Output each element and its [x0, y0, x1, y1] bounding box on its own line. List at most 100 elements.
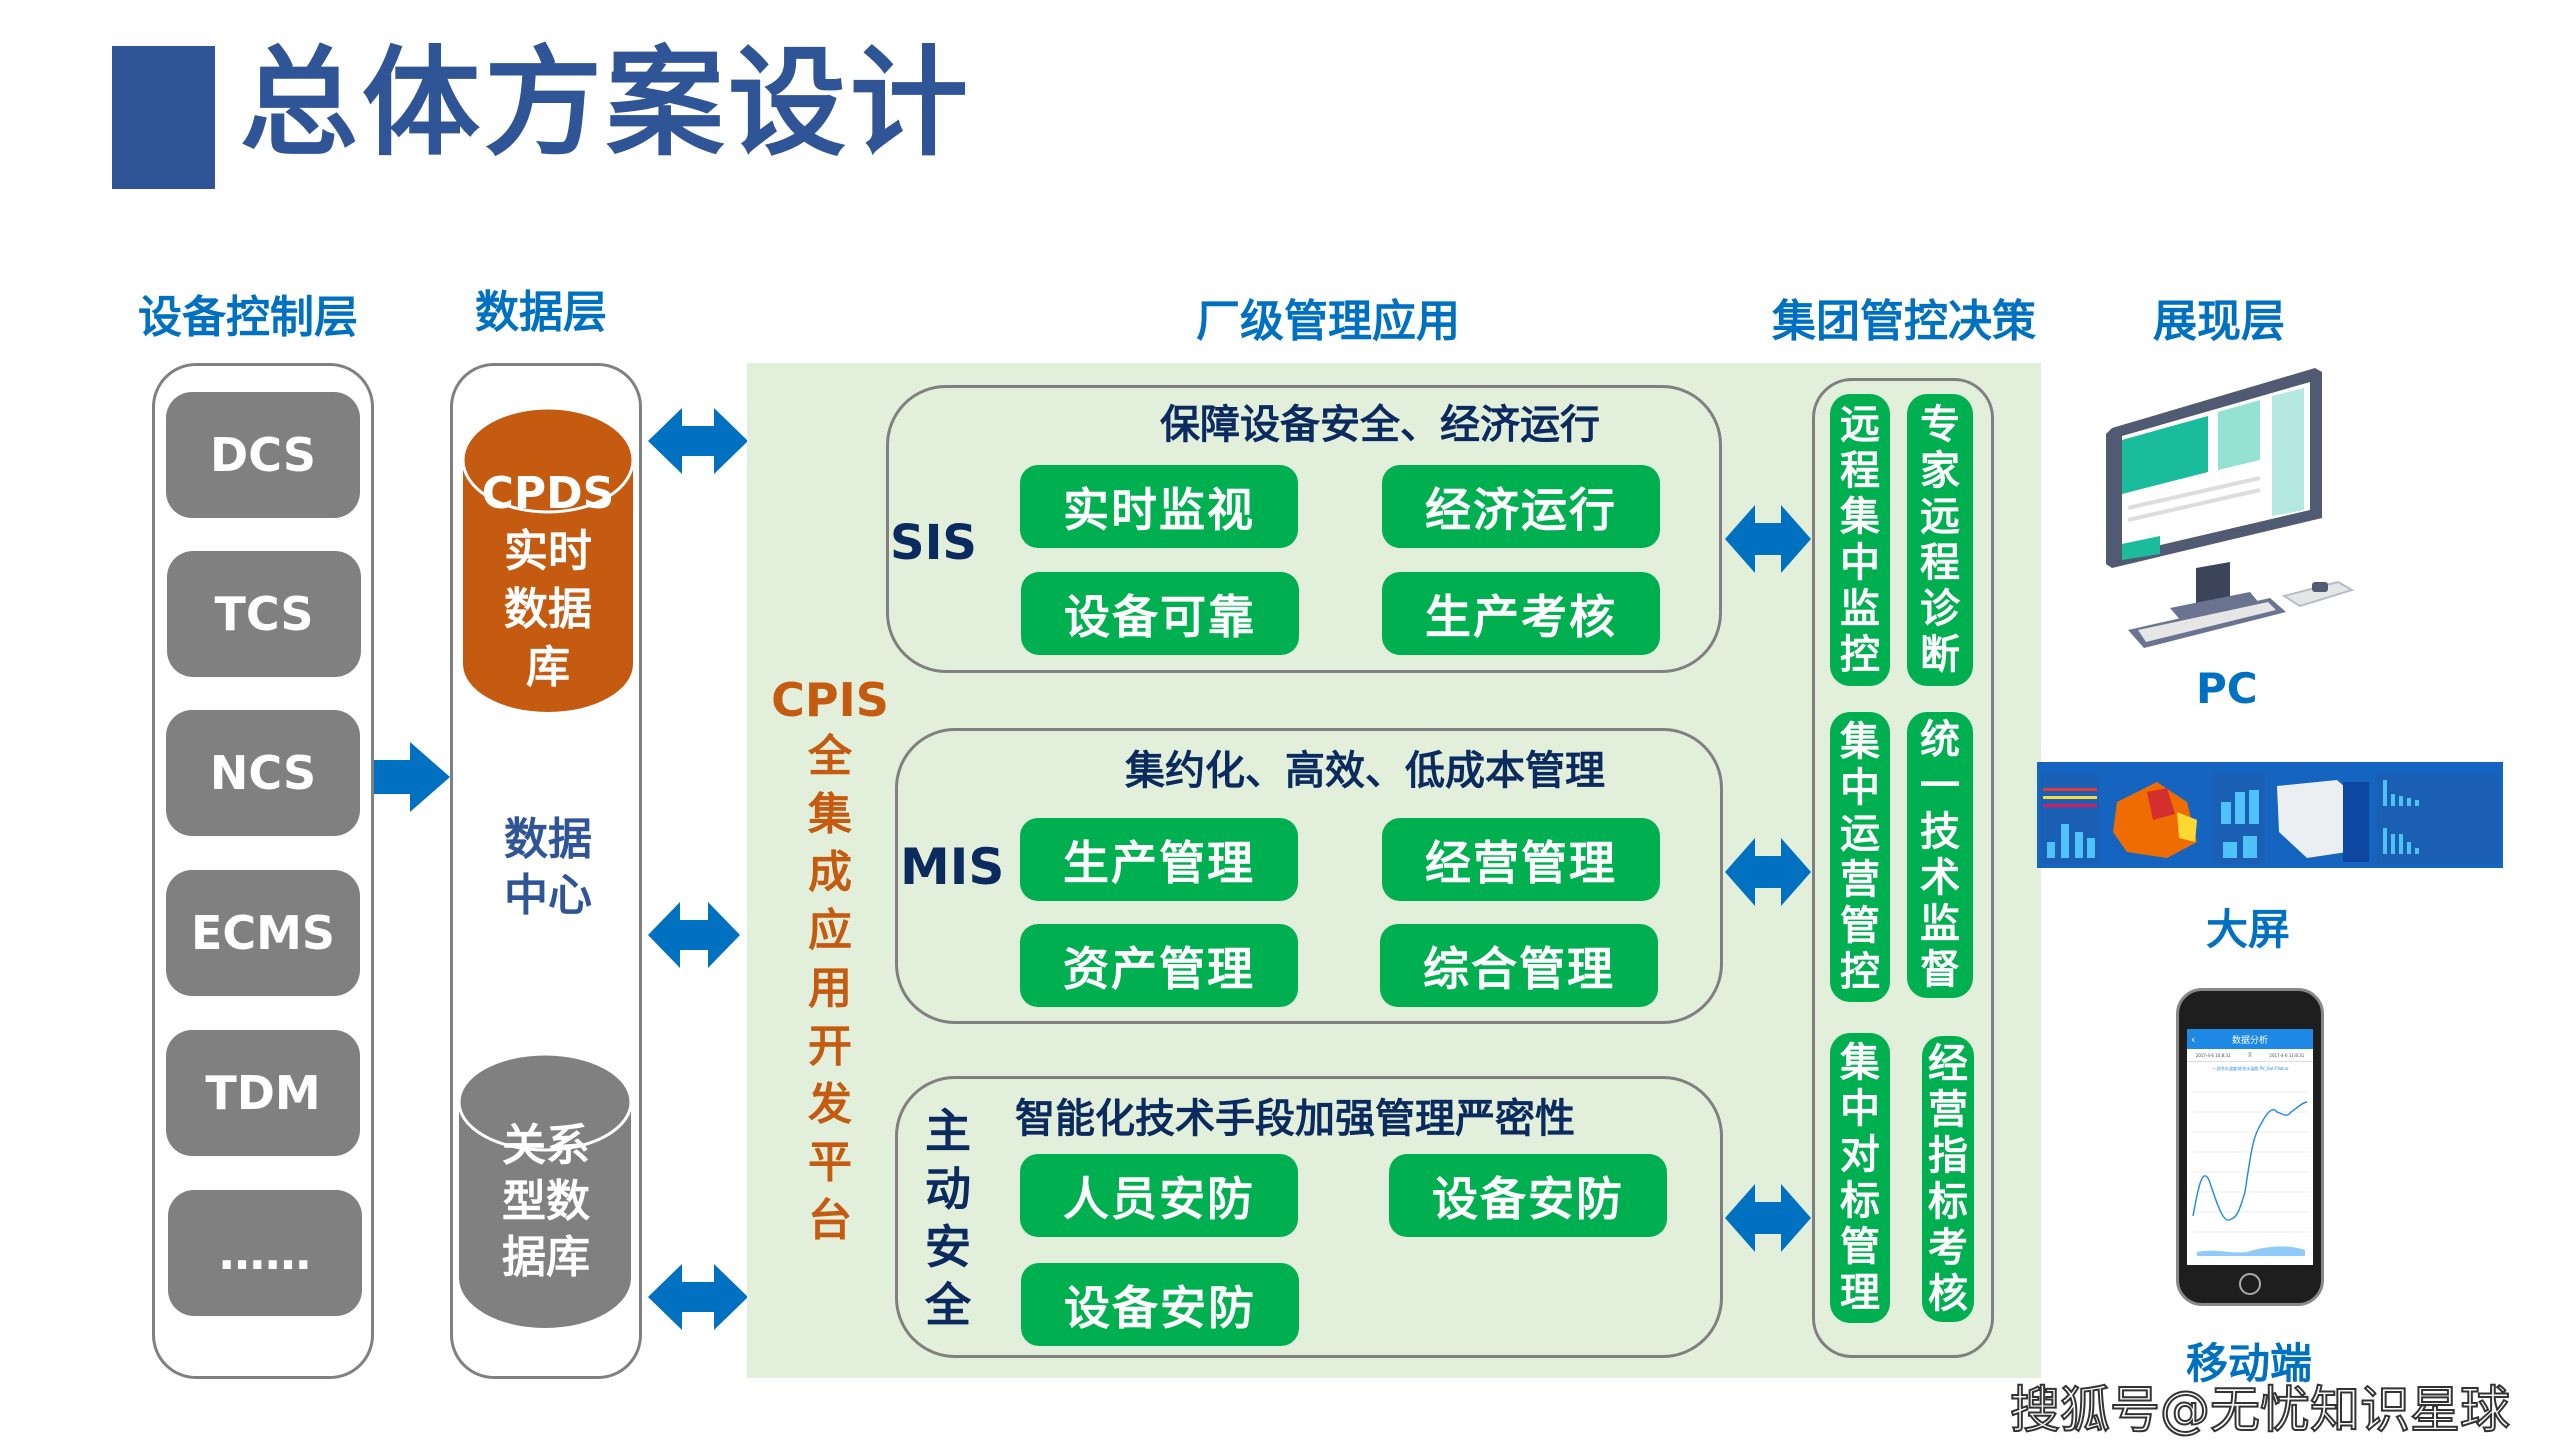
- group-item-char: 对: [1840, 1132, 1880, 1178]
- sis-btn-economic-operation[interactable]: 经济运行: [1382, 465, 1660, 548]
- realtime-database-icon[interactable]: [460, 402, 636, 714]
- cpis-name: CPIS: [771, 673, 889, 727]
- mobile-date-from: 2017-4-6 10:8:31: [2195, 1052, 2231, 1058]
- safety-btn-personnel-security[interactable]: 人员安防: [1020, 1154, 1298, 1237]
- home-button[interactable]: [2239, 1273, 2261, 1295]
- realtime-db-line: 数据: [504, 584, 592, 635]
- group-item-char: 断: [1920, 632, 1960, 678]
- group-item-technical-supervision[interactable]: 统一技术监督: [1907, 712, 1973, 998]
- pc-label: PC: [2196, 664, 2258, 713]
- mobile-date-range[interactable]: 2017-4-6 10:8:31 至 2017-4-6 11:8:31: [2187, 1049, 2313, 1062]
- sis-caption: 保障设备安全、经济运行: [1160, 402, 1600, 448]
- watermark: 搜狐号@无忧知识星球: [2009, 1380, 2511, 1440]
- group-item-kpi-assessment[interactable]: 经营指标考核: [1922, 1036, 1974, 1322]
- sis-btn-production-assessment[interactable]: 生产考核: [1382, 572, 1660, 655]
- mobile-label: 移动端: [2186, 1339, 2313, 1388]
- group-item-char: 程: [1920, 540, 1960, 586]
- header-data-layer: 数据层: [475, 287, 607, 338]
- back-icon[interactable]: ‹: [2191, 1032, 2196, 1046]
- mobile-screen: ‹ 数据分析 2017-4-6 10:8:31 至 2017-4-6 11:8:…: [2187, 1029, 2313, 1265]
- device-item-tcs[interactable]: TCS: [167, 551, 361, 677]
- device-item-ncs[interactable]: NCS: [166, 710, 360, 836]
- group-item-char: 术: [1920, 855, 1960, 901]
- data-center-label: 数据 中心: [460, 812, 636, 924]
- group-item-char: 远: [1840, 402, 1880, 448]
- double-arrow-icon: [1725, 1184, 1811, 1252]
- group-item-char: 指: [1928, 1133, 1968, 1179]
- group-item-char: 统: [1920, 717, 1960, 763]
- group-item-benchmarking[interactable]: 集中对标管理: [1830, 1033, 1890, 1323]
- header-device-layer: 设备控制层: [138, 292, 358, 343]
- mobile-date-to: 2017-4-6 11:8:31: [2269, 1052, 2305, 1058]
- realtime-db-line: 库: [526, 642, 570, 693]
- group-control-box: [1812, 378, 1994, 1358]
- group-item-char: 经: [1928, 1041, 1968, 1087]
- active-safety-caption: 智能化技术手段加强管理严密性: [1015, 1096, 1575, 1142]
- group-item-char: 管: [1840, 903, 1880, 949]
- group-item-remote-monitoring[interactable]: 远程集中监控: [1830, 394, 1890, 686]
- header-plant-apps: 厂级管理应用: [1196, 296, 1460, 347]
- cpis-char: 平: [808, 1137, 852, 1188]
- page-title: 总体方案设计: [240, 34, 973, 172]
- group-item-expert-diagnosis[interactable]: 专家远程诊断: [1907, 394, 1973, 686]
- double-arrow-icon: [1725, 505, 1811, 573]
- device-item-tdm[interactable]: TDM: [166, 1030, 360, 1156]
- big-screen-dashboard-thumbnail[interactable]: [2037, 762, 2503, 868]
- mis-btn-business-management[interactable]: 经营管理: [1382, 818, 1660, 901]
- realtime-db-line: CPDS: [481, 468, 615, 519]
- active-safety-char: 全: [925, 1278, 971, 1332]
- active-safety-char: 主: [925, 1104, 971, 1158]
- data-center-line: 数据: [504, 814, 592, 865]
- header-presentation-layer: 展现层: [2153, 296, 2285, 347]
- group-item-char: 集: [1840, 1040, 1880, 1086]
- group-item-char: 标: [1840, 1178, 1880, 1224]
- double-arrow-icon: [648, 408, 748, 474]
- relational-database-label: 关系 型数 据库: [456, 1118, 636, 1286]
- group-item-char: 营: [1928, 1087, 1968, 1133]
- mobile-trend-chart: [2192, 1091, 2309, 1256]
- group-item-char: 营: [1840, 857, 1880, 903]
- group-item-char: 家: [1920, 448, 1960, 494]
- relational-db-line: 据库: [502, 1232, 590, 1283]
- mis-btn-production-management[interactable]: 生产管理: [1020, 818, 1298, 901]
- group-item-char: 集: [1840, 719, 1880, 765]
- group-item-char: 中: [1840, 765, 1880, 811]
- device-item-dcs[interactable]: DCS: [166, 392, 360, 518]
- cpis-char: 用: [808, 963, 852, 1014]
- group-item-char: 集: [1840, 494, 1880, 540]
- relational-database-icon[interactable]: [456, 1050, 636, 1332]
- safety-btn-equipment-security-2[interactable]: 设备安防: [1021, 1263, 1299, 1346]
- active-safety-char: 安: [925, 1220, 971, 1274]
- group-item-char: 程: [1840, 448, 1880, 494]
- mis-btn-general-management[interactable]: 综合管理: [1380, 924, 1658, 1007]
- device-item-more[interactable]: ……: [168, 1190, 362, 1316]
- active-safety-char: 动: [925, 1162, 971, 1216]
- cpis-char: 应: [808, 905, 852, 956]
- double-arrow-icon: [648, 902, 740, 968]
- device-item-ecms[interactable]: ECMS: [166, 870, 360, 996]
- group-item-char: 控: [1840, 632, 1880, 678]
- mobile-screen-title: 数据分析: [2231, 1035, 2268, 1046]
- double-arrow-icon: [648, 1264, 748, 1330]
- group-item-char: 监: [1840, 586, 1880, 632]
- sis-btn-realtime-monitor[interactable]: 实时监视: [1020, 465, 1298, 548]
- group-item-char: 标: [1928, 1179, 1968, 1225]
- group-item-operations-control[interactable]: 集中运营管控: [1830, 712, 1890, 1002]
- realtime-db-line: 实时: [504, 526, 592, 577]
- group-item-char: 管: [1840, 1224, 1880, 1270]
- mobile-phone-frame: ‹ 数据分析 2017-4-6 10:8:31 至 2017-4-6 11:8:…: [2176, 988, 2324, 1306]
- group-item-char: 理: [1840, 1270, 1880, 1316]
- group-item-char: 监: [1920, 901, 1960, 947]
- group-item-char: 核: [1928, 1271, 1968, 1317]
- group-item-char: 技: [1920, 809, 1960, 855]
- cpis-char: 开: [808, 1021, 852, 1072]
- safety-btn-equipment-security[interactable]: 设备安防: [1389, 1154, 1667, 1237]
- active-safety-label: 主 动 安 全: [918, 1102, 978, 1334]
- data-center-line: 中心: [504, 870, 592, 921]
- group-item-char: 运: [1840, 811, 1880, 857]
- mis-btn-asset-management[interactable]: 资产管理: [1020, 924, 1298, 1007]
- double-arrow-icon: [1725, 838, 1811, 906]
- cpis-platform-label: CPIS 全 集 成 应 用 开 发 平 台: [760, 672, 900, 1250]
- sis-btn-equipment-reliability[interactable]: 设备可靠: [1021, 572, 1299, 655]
- pc-monitor-icon: [2106, 368, 2355, 648]
